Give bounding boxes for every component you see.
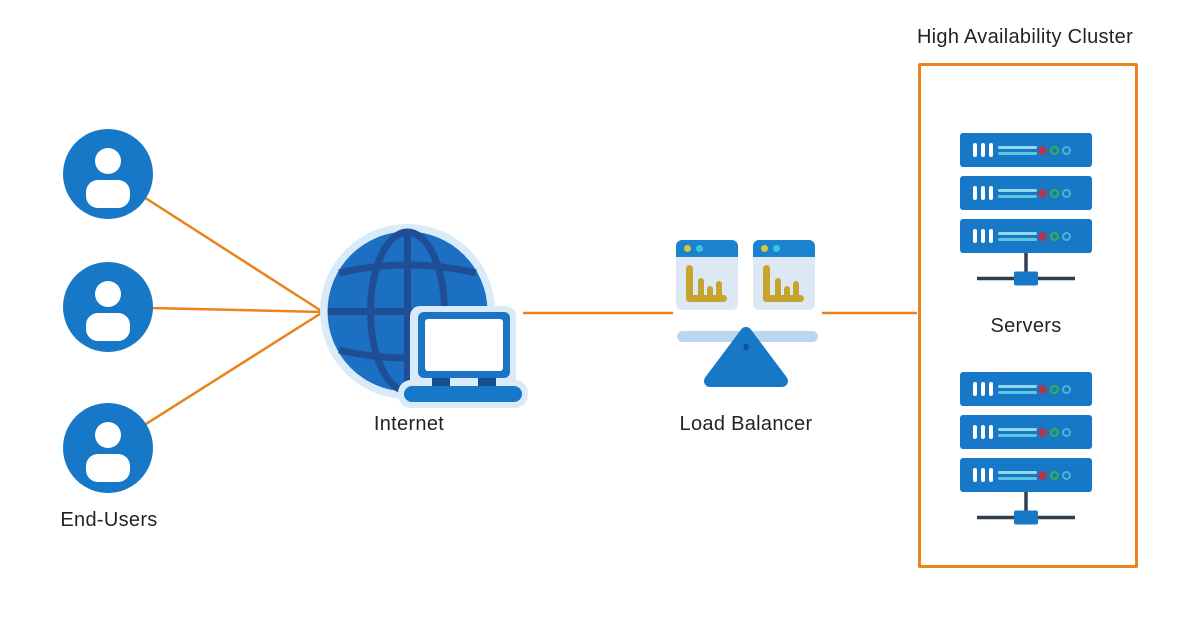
user-icon [63,262,153,352]
led-red-icon [1038,470,1047,480]
chart-bar-icon [784,286,790,298]
server-vents-icon [973,186,993,200]
balance-fulcrum-icon [700,320,792,392]
led-green-icon [1050,145,1059,155]
led-green-icon [1050,231,1059,241]
server-status-leds [1038,470,1071,480]
led-green-icon [1050,427,1059,437]
led-cyan-icon [1062,231,1071,241]
server-slots-icon [998,427,1037,437]
server-unit-icon [960,372,1092,406]
chart-bar-icon [707,286,713,298]
led-red-icon [1038,427,1047,437]
end-users-group [0,0,260,560]
server-unit-icon [960,458,1092,492]
led-red-icon [1038,231,1047,241]
user-icon [63,129,153,219]
chart-axis-icon [686,295,727,302]
server-unit-icon [960,133,1092,167]
chart-bar-icon [698,278,704,298]
servers-label: Servers [990,315,1062,337]
load-balancer-windows [676,240,815,310]
user-icon [63,403,153,493]
server-status-leds [1038,231,1071,241]
chart-bar-icon [716,281,722,298]
network-connector-icon [977,492,1075,525]
titlebar-dot-cyan [696,245,703,252]
server-slots-icon [998,231,1037,241]
cluster-title: High Availability Cluster [916,26,1134,48]
server-vents-icon [973,229,993,243]
browser-window-icon [676,240,738,310]
server-slots-icon [998,470,1037,480]
server-vents-icon [973,425,993,439]
led-green-icon [1050,384,1059,394]
internet-label: Internet [373,413,445,435]
server-stack-bottom [960,372,1092,492]
led-cyan-icon [1062,470,1071,480]
chart-axis-icon [763,265,770,302]
load-balancer-label: Load Balancer [679,413,813,435]
cluster-box [918,63,1138,568]
end-users-label: End-Users [60,509,158,531]
server-slots-icon [998,188,1037,198]
chart-bar-icon [793,281,799,298]
browser-window-icon [753,240,815,310]
server-unit-icon [960,219,1092,253]
chart-axis-icon [763,295,804,302]
browser-titlebar [676,240,738,257]
titlebar-dot-cyan [773,245,780,252]
server-vents-icon [973,143,993,157]
browser-titlebar [753,240,815,257]
titlebar-dot-yellow [761,245,768,252]
chart-axis-icon [686,265,693,302]
led-red-icon [1038,145,1047,155]
server-vents-icon [973,382,993,396]
chart-bar-icon [775,278,781,298]
server-slots-icon [998,145,1037,155]
led-red-icon [1038,384,1047,394]
led-green-icon [1050,188,1059,198]
server-unit-icon [960,415,1092,449]
server-slots-icon [998,384,1037,394]
server-status-leds [1038,384,1071,394]
led-cyan-icon [1062,188,1071,198]
network-connector-icon [977,253,1075,286]
led-red-icon [1038,188,1047,198]
led-cyan-icon [1062,145,1071,155]
server-status-leds [1038,188,1071,198]
titlebar-dot-yellow [684,245,691,252]
server-status-leds [1038,145,1071,155]
led-cyan-icon [1062,384,1071,394]
server-status-leds [1038,427,1071,437]
server-vents-icon [973,468,993,482]
server-unit-icon [960,176,1092,210]
laptop-icon [398,300,528,410]
led-cyan-icon [1062,427,1071,437]
server-stack-top [960,133,1092,253]
led-green-icon [1050,470,1059,480]
